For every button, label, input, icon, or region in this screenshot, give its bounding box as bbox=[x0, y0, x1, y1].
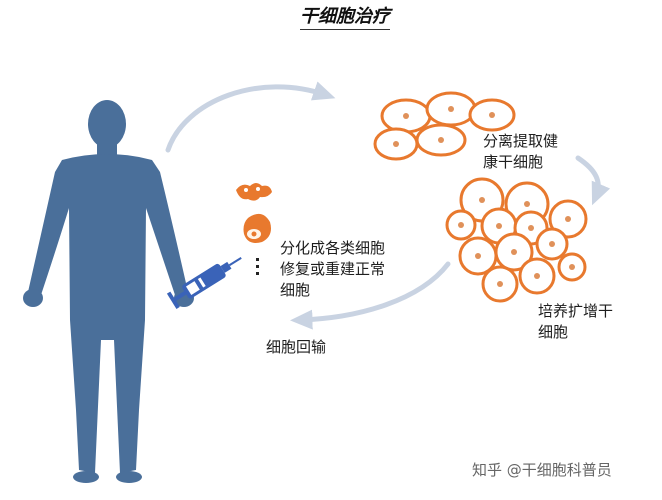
diagram-title: 干细胞治疗 bbox=[300, 6, 390, 30]
step-reinfuse-label: 细胞回输 bbox=[266, 338, 327, 356]
arrow-expand-to-reinfuse bbox=[290, 261, 451, 330]
step-differentiate-label: 分化成各类细胞 修复或重建正常 细胞 bbox=[280, 239, 386, 299]
expanded-stem-cells bbox=[445, 177, 588, 303]
isolated-stem-cell-nuclei bbox=[393, 106, 495, 147]
syringe-icon bbox=[166, 257, 242, 309]
expanded-stem-cell-nuclei bbox=[458, 197, 575, 287]
source-watermark: 知乎 @干细胞科普员 bbox=[472, 461, 612, 479]
continuation-dots bbox=[256, 258, 259, 275]
human-body-icon bbox=[23, 100, 194, 483]
isolated-stem-cells bbox=[373, 91, 516, 161]
stem-cell-icon bbox=[243, 213, 271, 243]
differentiated-cell-icon bbox=[236, 183, 272, 201]
step-expand-label: 培养扩增干 细胞 bbox=[538, 302, 614, 341]
step-isolate-label: 分离提取健 康干细胞 bbox=[483, 132, 559, 171]
arrow-body-to-isolate bbox=[165, 81, 336, 153]
arrow-isolate-to-expand bbox=[575, 155, 611, 206]
